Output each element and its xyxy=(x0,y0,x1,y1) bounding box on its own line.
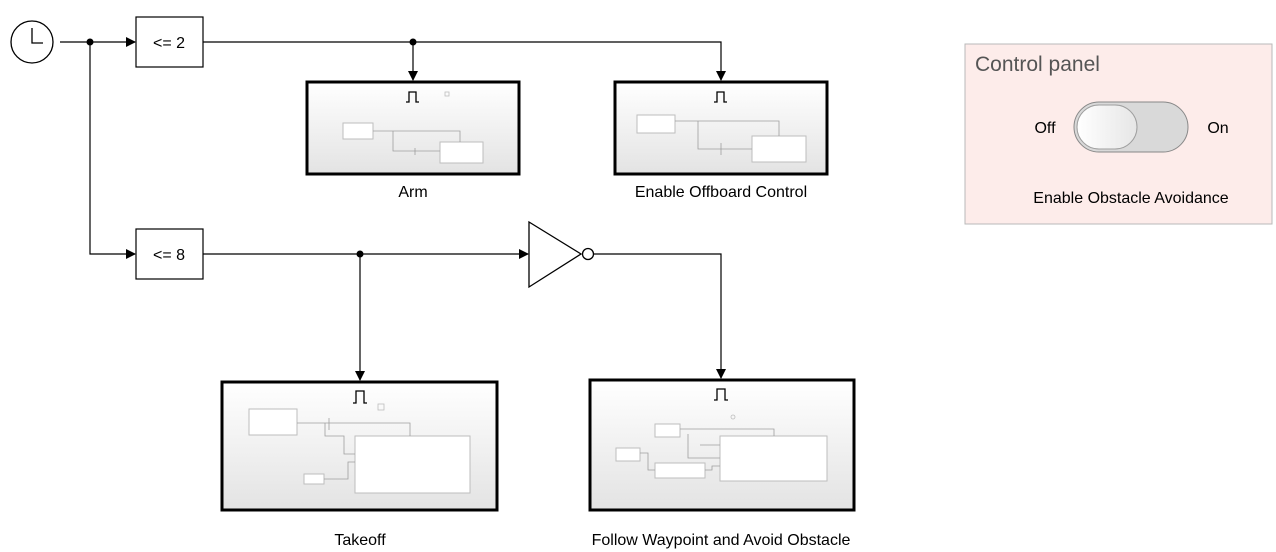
subsystem-takeoff[interactable]: Takeoff xyxy=(220,380,499,549)
toggle-knob[interactable] xyxy=(1076,104,1138,150)
toggle-off-label: Off xyxy=(1034,120,1056,137)
subsystem-arm-label: Arm xyxy=(398,184,427,201)
trigger-icon xyxy=(406,91,419,103)
subsystem-thumbnail xyxy=(342,122,484,164)
compare-block-bottom[interactable]: <= 8 xyxy=(135,228,204,280)
clock-block[interactable] xyxy=(10,20,54,64)
not-gate-block[interactable] xyxy=(528,220,595,289)
control-panel-title: Control panel xyxy=(975,53,1100,76)
compare-bottom-label: <= 8 xyxy=(153,247,185,264)
mini-port-icon xyxy=(730,414,736,420)
mini-port-icon xyxy=(377,403,385,411)
subsystem-offboard-label: Enable Offboard Control xyxy=(635,184,807,201)
subsystem-follow-label: Follow Waypoint and Avoid Obstacle xyxy=(592,532,851,549)
trigger-icon xyxy=(714,91,727,103)
clock-icon xyxy=(31,28,43,44)
subsystem-thumbnail xyxy=(615,423,828,482)
control-panel: Control panel Off On Enable Obstacle Avo… xyxy=(964,43,1273,225)
subsystem-takeoff-label: Takeoff xyxy=(334,532,386,549)
compare-top-label: <= 2 xyxy=(153,35,185,52)
not-bubble-icon xyxy=(581,247,595,261)
wire-to-follow xyxy=(594,253,726,379)
subsystem-thumbnail xyxy=(248,408,471,494)
signal-lines xyxy=(60,37,726,381)
wire-to-cmp-bottom xyxy=(89,42,136,259)
toggle-on-label: On xyxy=(1207,120,1228,137)
subsystem-follow-waypoint[interactable]: Follow Waypoint and Avoid Obstacle xyxy=(588,378,856,549)
trigger-icon xyxy=(353,390,367,404)
subsystem-arm[interactable]: Arm xyxy=(305,80,521,201)
compare-block-top[interactable]: <= 2 xyxy=(135,16,204,68)
mini-port-icon xyxy=(444,91,450,97)
wire-to-offboard xyxy=(203,41,726,81)
subsystem-thumbnail xyxy=(636,114,807,163)
trigger-icon xyxy=(714,388,728,401)
subsystem-enable-offboard[interactable]: Enable Offboard Control xyxy=(613,80,829,201)
toggle-caption: Enable Obstacle Avoidance xyxy=(1033,190,1229,207)
obstacle-avoidance-toggle[interactable] xyxy=(1073,101,1189,153)
